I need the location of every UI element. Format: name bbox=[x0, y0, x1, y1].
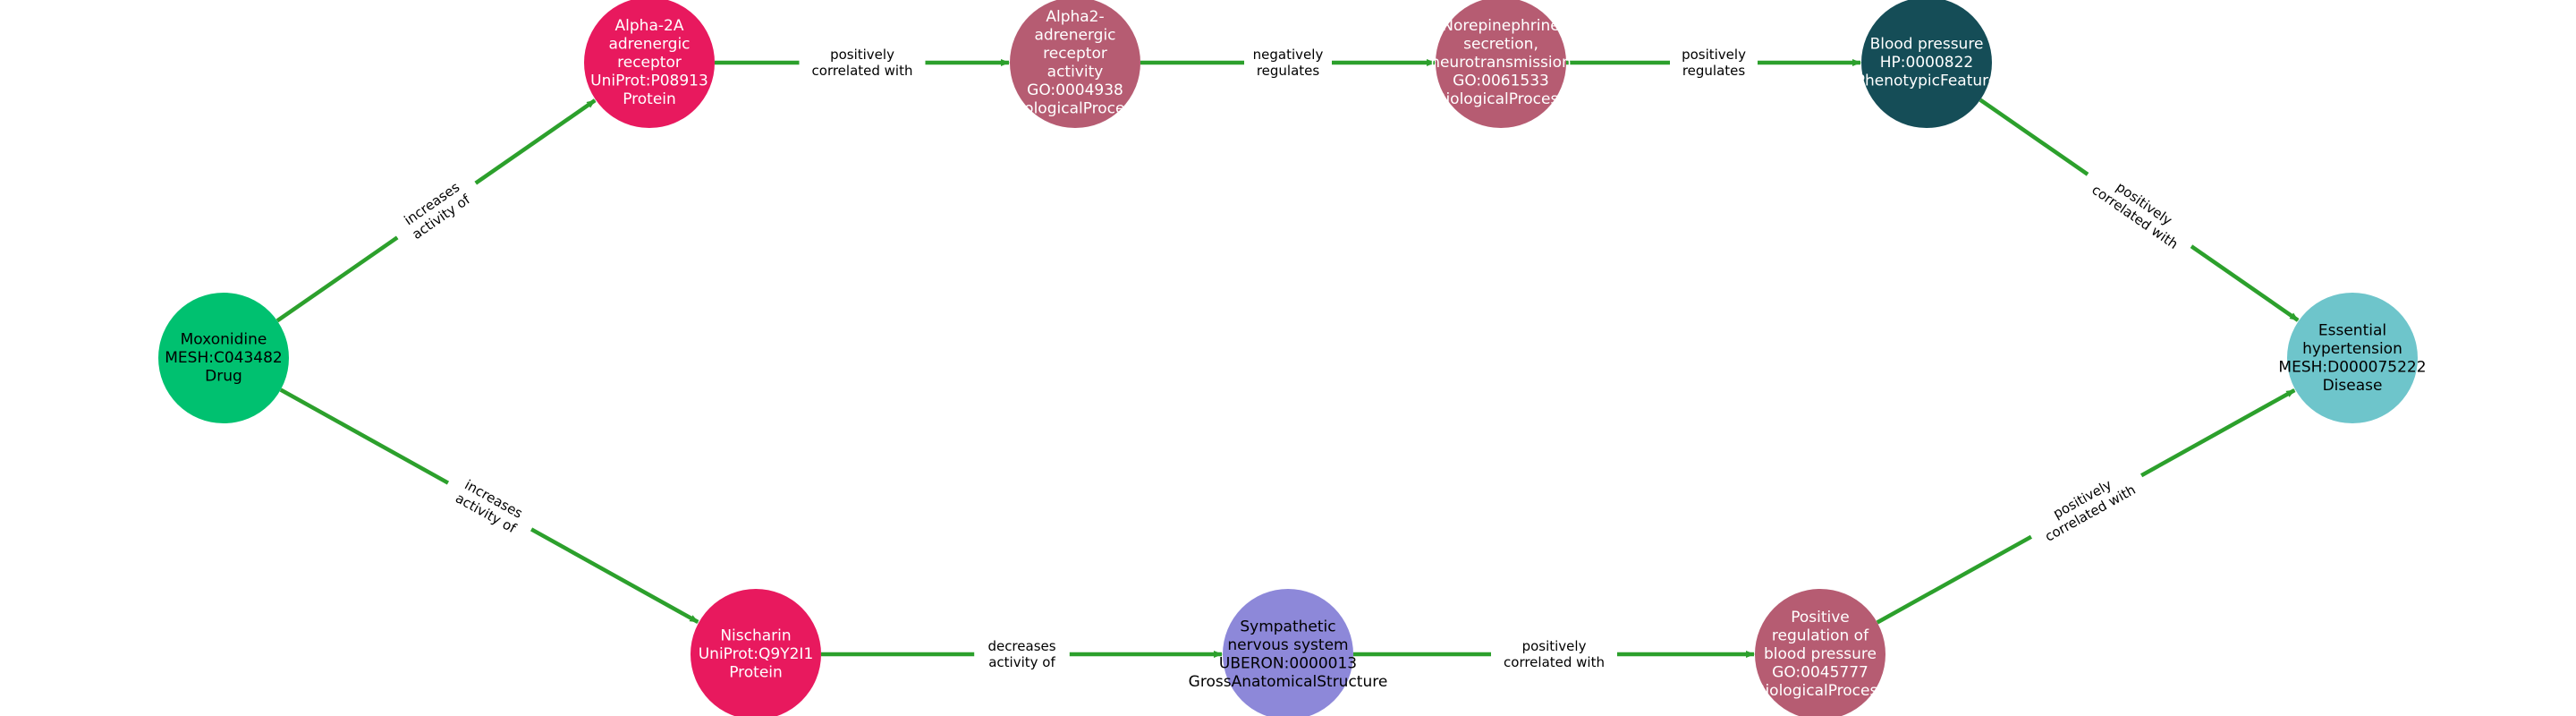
node-blood_pressure: Blood pressureHP:0000822PhenotypicFeatur… bbox=[1856, 0, 1998, 128]
node-label-line: Nischarin bbox=[720, 627, 791, 645]
node-label-line: Alpha-2A bbox=[615, 17, 684, 35]
node-label-line: Alpha2- bbox=[1046, 8, 1104, 26]
edge-label-background bbox=[386, 168, 487, 252]
node-norepinephrine: Norepinephrinesecretion,neurotransmissio… bbox=[1430, 0, 1572, 128]
node-label-line: neurotransmission bbox=[1430, 54, 1572, 72]
edge-label-line: regulates bbox=[1257, 63, 1320, 79]
node-label-line: GO:0045777 bbox=[1772, 664, 1868, 682]
edge-label-line: activity of bbox=[988, 654, 1055, 670]
node-label-line: UniProt:P08913 bbox=[590, 72, 708, 90]
node-label-line: GO:0004938 bbox=[1027, 81, 1123, 99]
node-label-line: Norepinephrine bbox=[1442, 17, 1559, 35]
node-circle bbox=[1010, 0, 1140, 128]
nodes-layer: MoxonidineMESH:C043482DrugAlpha-2Aadrene… bbox=[158, 0, 2427, 716]
node-label-line: secretion, bbox=[1463, 36, 1538, 54]
node-label-line: blood pressure bbox=[1764, 645, 1877, 663]
node-label-line: adrenergic bbox=[1034, 26, 1115, 44]
node-label-line: PhenotypicFeature bbox=[1856, 72, 1998, 90]
node-circle bbox=[1861, 0, 1992, 128]
edge-label-background bbox=[2077, 159, 2202, 261]
edge-label-line: decreases bbox=[987, 638, 1055, 654]
node-circle bbox=[691, 589, 821, 716]
node-label-line: MESH:D000075222 bbox=[2278, 358, 2426, 376]
node-circle bbox=[1755, 589, 1885, 716]
node-circle bbox=[158, 293, 289, 423]
node-label-line: adrenergic bbox=[608, 36, 690, 54]
node-label-line: nervous system bbox=[1227, 636, 1348, 654]
edge-label-line: positively bbox=[1522, 638, 1587, 654]
node-label-line: receptor bbox=[617, 54, 682, 72]
edge-label-line: correlated with bbox=[1504, 654, 1605, 670]
node-label-line: HP:0000822 bbox=[1880, 54, 1973, 72]
node-label-line: BiologicalProcess bbox=[1010, 99, 1141, 117]
node-alpha2a_receptor: Alpha-2AadrenergicreceptorUniProt:P08913… bbox=[584, 0, 715, 128]
edge-label-background bbox=[799, 45, 926, 81]
node-essential_hypertension: EssentialhypertensionMESH:D000075222Dise… bbox=[2278, 293, 2427, 423]
node-circle bbox=[1436, 0, 1566, 128]
node-label-line: activity bbox=[1047, 63, 1104, 81]
node-label-line: GO:0061533 bbox=[1453, 72, 1549, 90]
node-label-line: Protein bbox=[623, 90, 676, 108]
edge-label-background bbox=[1491, 636, 1617, 672]
node-label-line: regulation of bbox=[1772, 627, 1869, 645]
node-circle bbox=[584, 0, 715, 128]
node-circle bbox=[2287, 293, 2418, 423]
edge-label-line: positively bbox=[1682, 47, 1746, 63]
edge-label-line: negatively bbox=[1253, 47, 1324, 63]
node-label-line: Moxonidine bbox=[181, 331, 267, 349]
node-label-line: hypertension bbox=[2302, 340, 2402, 358]
node-label-line: Essential bbox=[2318, 321, 2386, 339]
edge-label-background bbox=[1670, 45, 1758, 81]
node-label-line: Positive bbox=[1791, 609, 1850, 626]
node-circle bbox=[1223, 589, 1353, 716]
edge-label-background bbox=[1244, 45, 1332, 81]
edge-label-line: correlated with bbox=[812, 63, 913, 79]
node-label-line: BiologicalProcess bbox=[1755, 682, 1886, 700]
edge-label-line: regulates bbox=[1682, 63, 1746, 79]
node-label-line: UniProt:Q9Y2I1 bbox=[699, 645, 814, 663]
node-label-line: MESH:C043482 bbox=[165, 349, 282, 367]
edge-label-background bbox=[974, 636, 1070, 672]
node-label-line: GrossAnatomicalStructure bbox=[1189, 673, 1388, 691]
edges-layer bbox=[275, 59, 2300, 658]
node-label-line: Sympathetic bbox=[1240, 618, 1335, 635]
node-label-line: Protein bbox=[729, 664, 783, 682]
edge-label-background bbox=[2022, 459, 2150, 553]
node-label-line: Disease bbox=[2323, 377, 2383, 395]
edge-label-background bbox=[439, 467, 540, 545]
node-label-line: receptor bbox=[1043, 45, 1107, 63]
edge-label-line: positively bbox=[830, 47, 894, 63]
node-label-line: BiologicalProcess bbox=[1436, 90, 1567, 108]
node-label-line: Drug bbox=[205, 368, 242, 386]
node-label-line: UBERON:0000013 bbox=[1219, 654, 1357, 672]
node-label-line: Blood pressure bbox=[1870, 36, 1984, 54]
node-alpha2_activity: Alpha2-adrenergicreceptoractivityGO:0004… bbox=[1010, 0, 1141, 128]
